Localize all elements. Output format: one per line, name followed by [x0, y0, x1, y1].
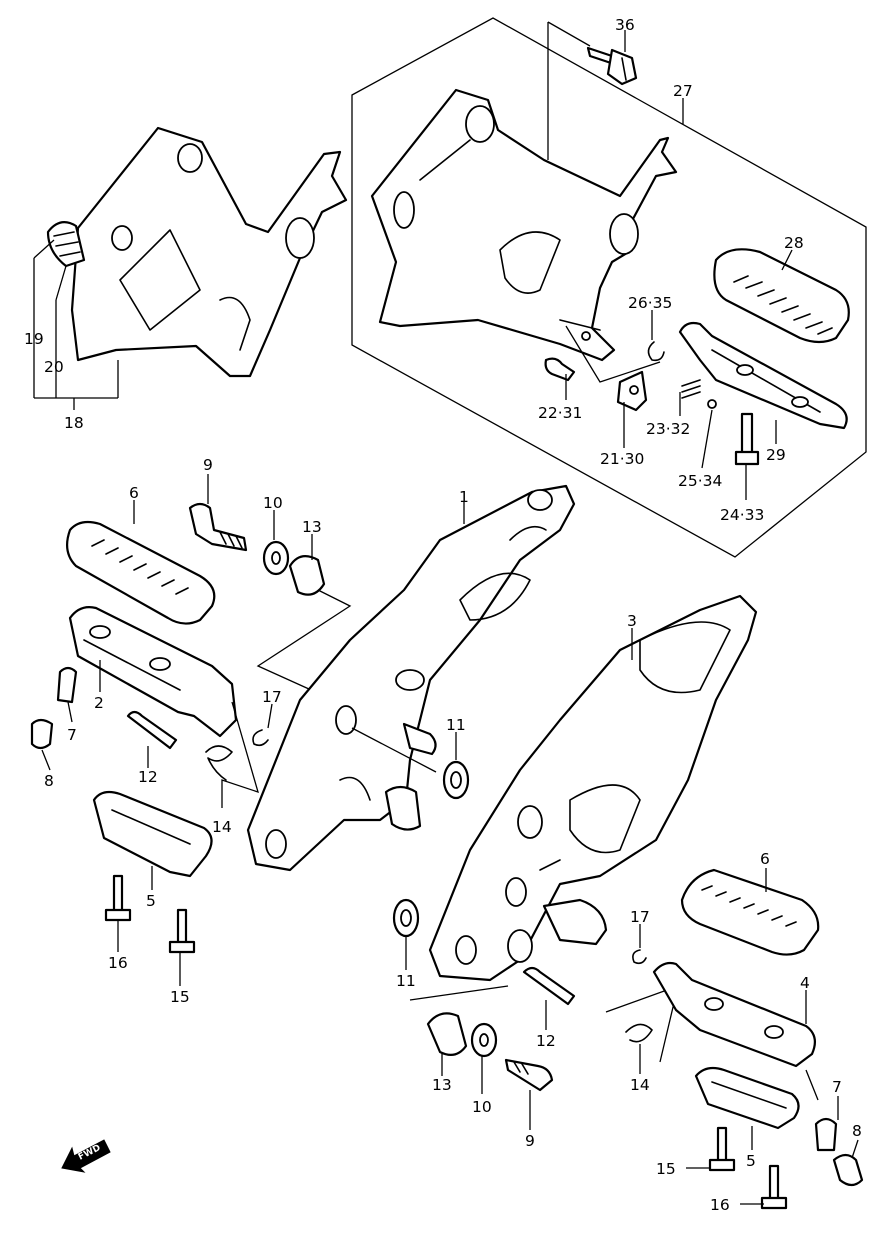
- callout-17-right: 17: [630, 908, 650, 926]
- rider-footrest-left: [30, 520, 269, 954]
- callout-36: 36: [615, 16, 635, 34]
- rider-footrest-right: [652, 868, 864, 1210]
- callout-16-right: 16: [710, 1196, 730, 1214]
- callout-6-right: 6: [760, 850, 770, 868]
- callout-16-left: 16: [108, 954, 128, 972]
- callout-5-right: 5: [746, 1152, 756, 1170]
- callout-26-35: 26·35: [628, 294, 672, 312]
- callout-1: 1: [459, 488, 469, 506]
- callout-15-right: 15: [656, 1160, 676, 1178]
- callout-20: 20: [44, 358, 64, 376]
- passenger-kit-box: [351, 17, 867, 558]
- callout-13-left: 13: [302, 518, 322, 536]
- callout-8-right: 8: [852, 1122, 862, 1140]
- passenger-bracket-27: [370, 88, 678, 362]
- pad-28: [713, 248, 850, 344]
- callout-23-32: 23·32: [646, 420, 690, 438]
- hardware-left: [188, 502, 352, 695]
- callout-22-31: 22·31: [538, 404, 582, 422]
- small-parts-group: [544, 325, 760, 466]
- callout-13-right: 13: [432, 1076, 452, 1094]
- washer-11-left: [351, 727, 470, 800]
- callout-17-left: 17: [262, 688, 282, 706]
- callout-18: 18: [64, 414, 84, 432]
- callout-12-right: 12: [536, 1032, 556, 1050]
- callout-leaders: [41, 30, 859, 1205]
- callout-8-left: 8: [44, 772, 54, 790]
- fwd-arrow-icon: FWD: [61, 1139, 111, 1173]
- callout-28: 28: [784, 234, 804, 252]
- callout-9-left: 9: [203, 456, 213, 474]
- callout-15-left: 15: [170, 988, 190, 1006]
- callout-9-right: 9: [525, 1132, 535, 1150]
- callout-11-right: 11: [396, 972, 416, 990]
- bracket-3: [428, 594, 758, 982]
- callout-14-left: 14: [212, 818, 232, 836]
- callout-27: 27: [673, 82, 693, 100]
- rider-bracket-1: [246, 484, 576, 872]
- callout-4: 4: [800, 974, 810, 992]
- callout-6-left: 6: [129, 484, 139, 502]
- callout-7-left: 7: [67, 726, 77, 744]
- callout-5-left: 5: [146, 892, 156, 910]
- footrest-29: [678, 321, 848, 430]
- callout-10-left: 10: [263, 494, 283, 512]
- callout-7-right: 7: [832, 1078, 842, 1096]
- bracket-assembly-18: [33, 126, 348, 410]
- callout-10-right: 10: [472, 1098, 492, 1116]
- callout-25-34: 25·34: [678, 472, 722, 490]
- callout-labels: 36 27 28 26·35 22·31 21·30 23·32 25·34 2…: [24, 16, 862, 1214]
- callout-24-33: 24·33: [720, 506, 764, 524]
- callout-12-left: 12: [138, 768, 158, 786]
- bolt-36: [547, 21, 638, 160]
- callout-14-right: 14: [630, 1076, 650, 1094]
- callout-3: 3: [627, 612, 637, 630]
- callout-2: 2: [94, 694, 104, 712]
- callout-19: 19: [24, 330, 44, 348]
- callout-29: 29: [766, 446, 786, 464]
- callout-11-left: 11: [446, 716, 466, 734]
- callout-21-30: 21·30: [600, 450, 644, 468]
